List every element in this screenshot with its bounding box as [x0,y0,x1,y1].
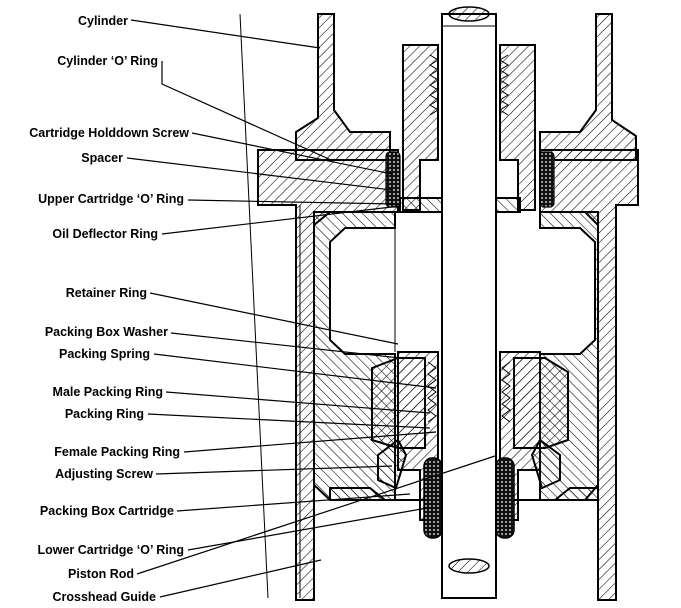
leader-adjusting-screw [155,465,393,475]
cartridge-upper-left [402,44,439,211]
piston-rod-bottom-end [448,558,490,574]
label-oil-deflector-ring: Oil Deflector Ring [52,227,158,241]
leader-upper-cartridge-o-ring [187,199,394,205]
cartridge-upper-right [499,44,536,211]
labels: Cylinder Cylinder ‘O’ Ring Cartridge Hol… [29,14,189,604]
upper-o-ring-left [385,151,401,208]
lower-spring-left [427,361,437,423]
adjusting-screw-right [530,438,561,490]
leader-lines [126,19,496,598]
leader-piston-rod [136,455,496,575]
leader-packing-box-washer [170,332,401,359]
label-upper-cartridge-o-ring: Upper Cartridge ‘O’ Ring [38,192,184,206]
label-female-packing-ring: Female Packing Ring [54,445,180,459]
lower-o-ring-right [495,457,515,539]
label-cylinder-o-ring: Cylinder ‘O’ Ring [57,54,158,68]
leader-packing-box-cartridge [176,493,411,512]
leader-spacer [126,157,393,191]
leader-cylinder [130,19,321,49]
lower-o-ring-left [423,457,443,539]
leader-oil-deflector-ring [161,205,401,235]
leader-packing-ring [147,413,431,429]
label-packing-spring: Packing Spring [59,347,150,361]
leader-male-packing-ring [165,391,431,414]
label-piston-rod: Piston Rod [68,567,134,581]
label-packing-box-cartridge: Packing Box Cartridge [40,504,174,518]
leader-lower-cartridge-o-ring [187,507,428,551]
lower-spring-right [501,361,511,423]
label-packing-ring: Packing Ring [65,407,144,421]
cylinder-section [295,13,637,161]
piston-rod-top-end [448,6,490,22]
label-male-packing-ring: Male Packing Ring [53,385,163,399]
upper-o-ring-right [539,151,555,208]
piston-rod [441,6,497,599]
piston-rod-body [441,13,497,599]
leader-retainer-ring [149,292,399,345]
leader-cartridge-holddown-screw [191,132,393,175]
label-packing-box-washer: Packing Box Washer [45,325,168,339]
label-spacer: Spacer [81,151,123,165]
upper-spring-left [429,54,439,116]
label-lower-cartridge-o-ring: Lower Cartridge ‘O’ Ring [37,543,184,557]
label-adjusting-screw: Adjusting Screw [55,467,153,481]
label-cartridge-holddown-screw: Cartridge Holddown Screw [29,126,189,140]
label-cylinder: Cylinder [78,14,128,28]
leader-cylinder-o-ring [161,61,332,161]
label-retainer-ring: Retainer Ring [66,286,147,300]
label-crosshead-guide: Crosshead Guide [53,590,157,604]
adjusting-screw-left [377,438,408,490]
leader-crosshead-guide [159,559,322,598]
cylinder-left-wall [295,13,391,161]
upper-spring-right [499,54,509,116]
cylinder-right-wall [539,13,637,161]
leader-packing-spring [153,353,437,389]
leader-female-packing-ring [183,431,437,453]
